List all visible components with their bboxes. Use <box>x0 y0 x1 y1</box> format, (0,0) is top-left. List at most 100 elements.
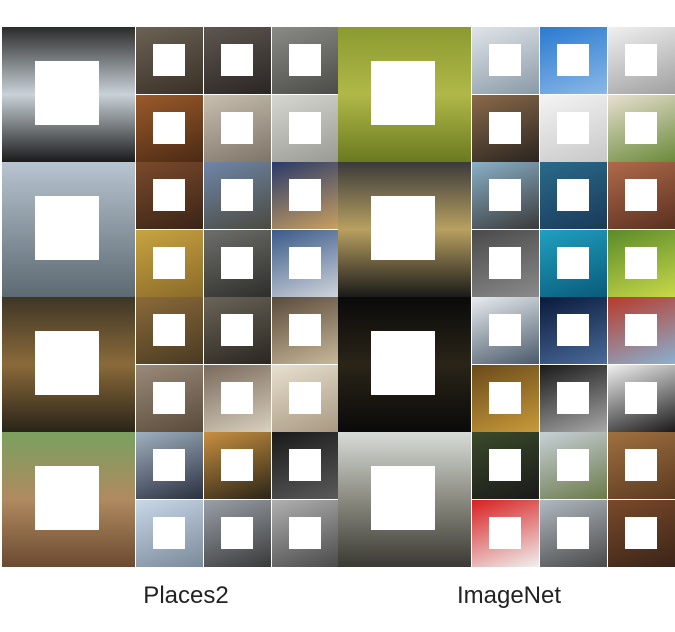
image-tile <box>540 230 607 297</box>
mask-region <box>625 517 657 549</box>
image-tile <box>608 27 675 94</box>
image-tile <box>540 365 607 432</box>
image-tile <box>608 432 675 499</box>
image-tile <box>472 95 539 162</box>
image-tile <box>136 27 203 94</box>
mask-region <box>625 449 657 481</box>
mask-region <box>289 314 321 346</box>
image-tile <box>204 230 271 297</box>
image-tile <box>136 432 203 499</box>
image-tile <box>272 27 339 94</box>
image-tile <box>204 297 271 364</box>
image-tile <box>472 365 539 432</box>
image-tile <box>608 297 675 364</box>
mask-region <box>221 112 253 144</box>
image-tile <box>608 95 675 162</box>
mask-region <box>489 382 521 414</box>
mask-region <box>625 247 657 279</box>
image-tile <box>136 297 203 364</box>
image-tile <box>608 500 675 567</box>
mask-region <box>371 466 435 530</box>
mask-region <box>289 112 321 144</box>
image-tile <box>540 27 607 94</box>
image-tile <box>472 432 539 499</box>
image-tile <box>204 365 271 432</box>
mask-region <box>557 44 589 76</box>
mask-region <box>371 331 435 395</box>
large-image-tile <box>2 297 135 432</box>
mask-region <box>221 449 253 481</box>
image-tile <box>472 230 539 297</box>
image-tile <box>204 500 271 567</box>
mask-region <box>489 517 521 549</box>
image-tile <box>540 162 607 229</box>
image-tile <box>540 95 607 162</box>
image-tile <box>272 162 339 229</box>
mask-region <box>221 247 253 279</box>
mask-region <box>153 247 185 279</box>
image-tile <box>540 297 607 364</box>
places2-caption: Places2 <box>143 582 229 609</box>
image-tile <box>136 95 203 162</box>
mask-region <box>625 382 657 414</box>
mask-region <box>153 112 185 144</box>
mask-region <box>289 179 321 211</box>
mask-region <box>153 314 185 346</box>
mask-region <box>289 247 321 279</box>
mask-region <box>557 314 589 346</box>
mask-region <box>289 44 321 76</box>
mask-region <box>557 179 589 211</box>
large-image-tile <box>338 162 471 297</box>
image-tile <box>540 432 607 499</box>
image-tile <box>204 162 271 229</box>
mask-region <box>625 112 657 144</box>
image-tile <box>136 365 203 432</box>
mask-region <box>153 449 185 481</box>
mask-region <box>153 44 185 76</box>
mask-region <box>557 517 589 549</box>
mask-region <box>489 44 521 76</box>
image-tile <box>204 27 271 94</box>
mask-region <box>153 179 185 211</box>
places2-grid <box>2 27 339 567</box>
mask-region <box>371 196 435 260</box>
large-image-tile <box>338 27 471 162</box>
mask-region <box>489 112 521 144</box>
image-tile <box>272 230 339 297</box>
mask-region <box>557 382 589 414</box>
mask-region <box>625 179 657 211</box>
image-tile <box>540 500 607 567</box>
mask-region <box>371 61 435 125</box>
mask-region <box>221 44 253 76</box>
image-tile <box>472 162 539 229</box>
mask-region <box>153 382 185 414</box>
mask-region <box>489 314 521 346</box>
mask-region <box>221 517 253 549</box>
large-image-tile <box>2 432 135 567</box>
mask-region <box>153 517 185 549</box>
mask-region <box>289 517 321 549</box>
mask-region <box>221 314 253 346</box>
mask-region <box>35 61 99 125</box>
large-image-tile <box>338 432 471 567</box>
image-tile <box>272 297 339 364</box>
image-tile <box>204 95 271 162</box>
image-tile <box>472 297 539 364</box>
mask-region <box>557 247 589 279</box>
mask-region <box>289 382 321 414</box>
imagenet-grid <box>338 27 675 567</box>
large-image-tile <box>338 297 471 432</box>
mask-region <box>557 449 589 481</box>
image-tile <box>136 162 203 229</box>
image-tile <box>136 500 203 567</box>
image-tile <box>608 365 675 432</box>
large-image-tile <box>2 162 135 297</box>
imagenet-caption: ImageNet <box>456 582 562 609</box>
mask-region <box>489 179 521 211</box>
image-tile <box>272 432 339 499</box>
image-tile <box>272 95 339 162</box>
image-tile <box>472 27 539 94</box>
mask-region <box>35 331 99 395</box>
mask-region <box>221 179 253 211</box>
mask-region <box>221 382 253 414</box>
